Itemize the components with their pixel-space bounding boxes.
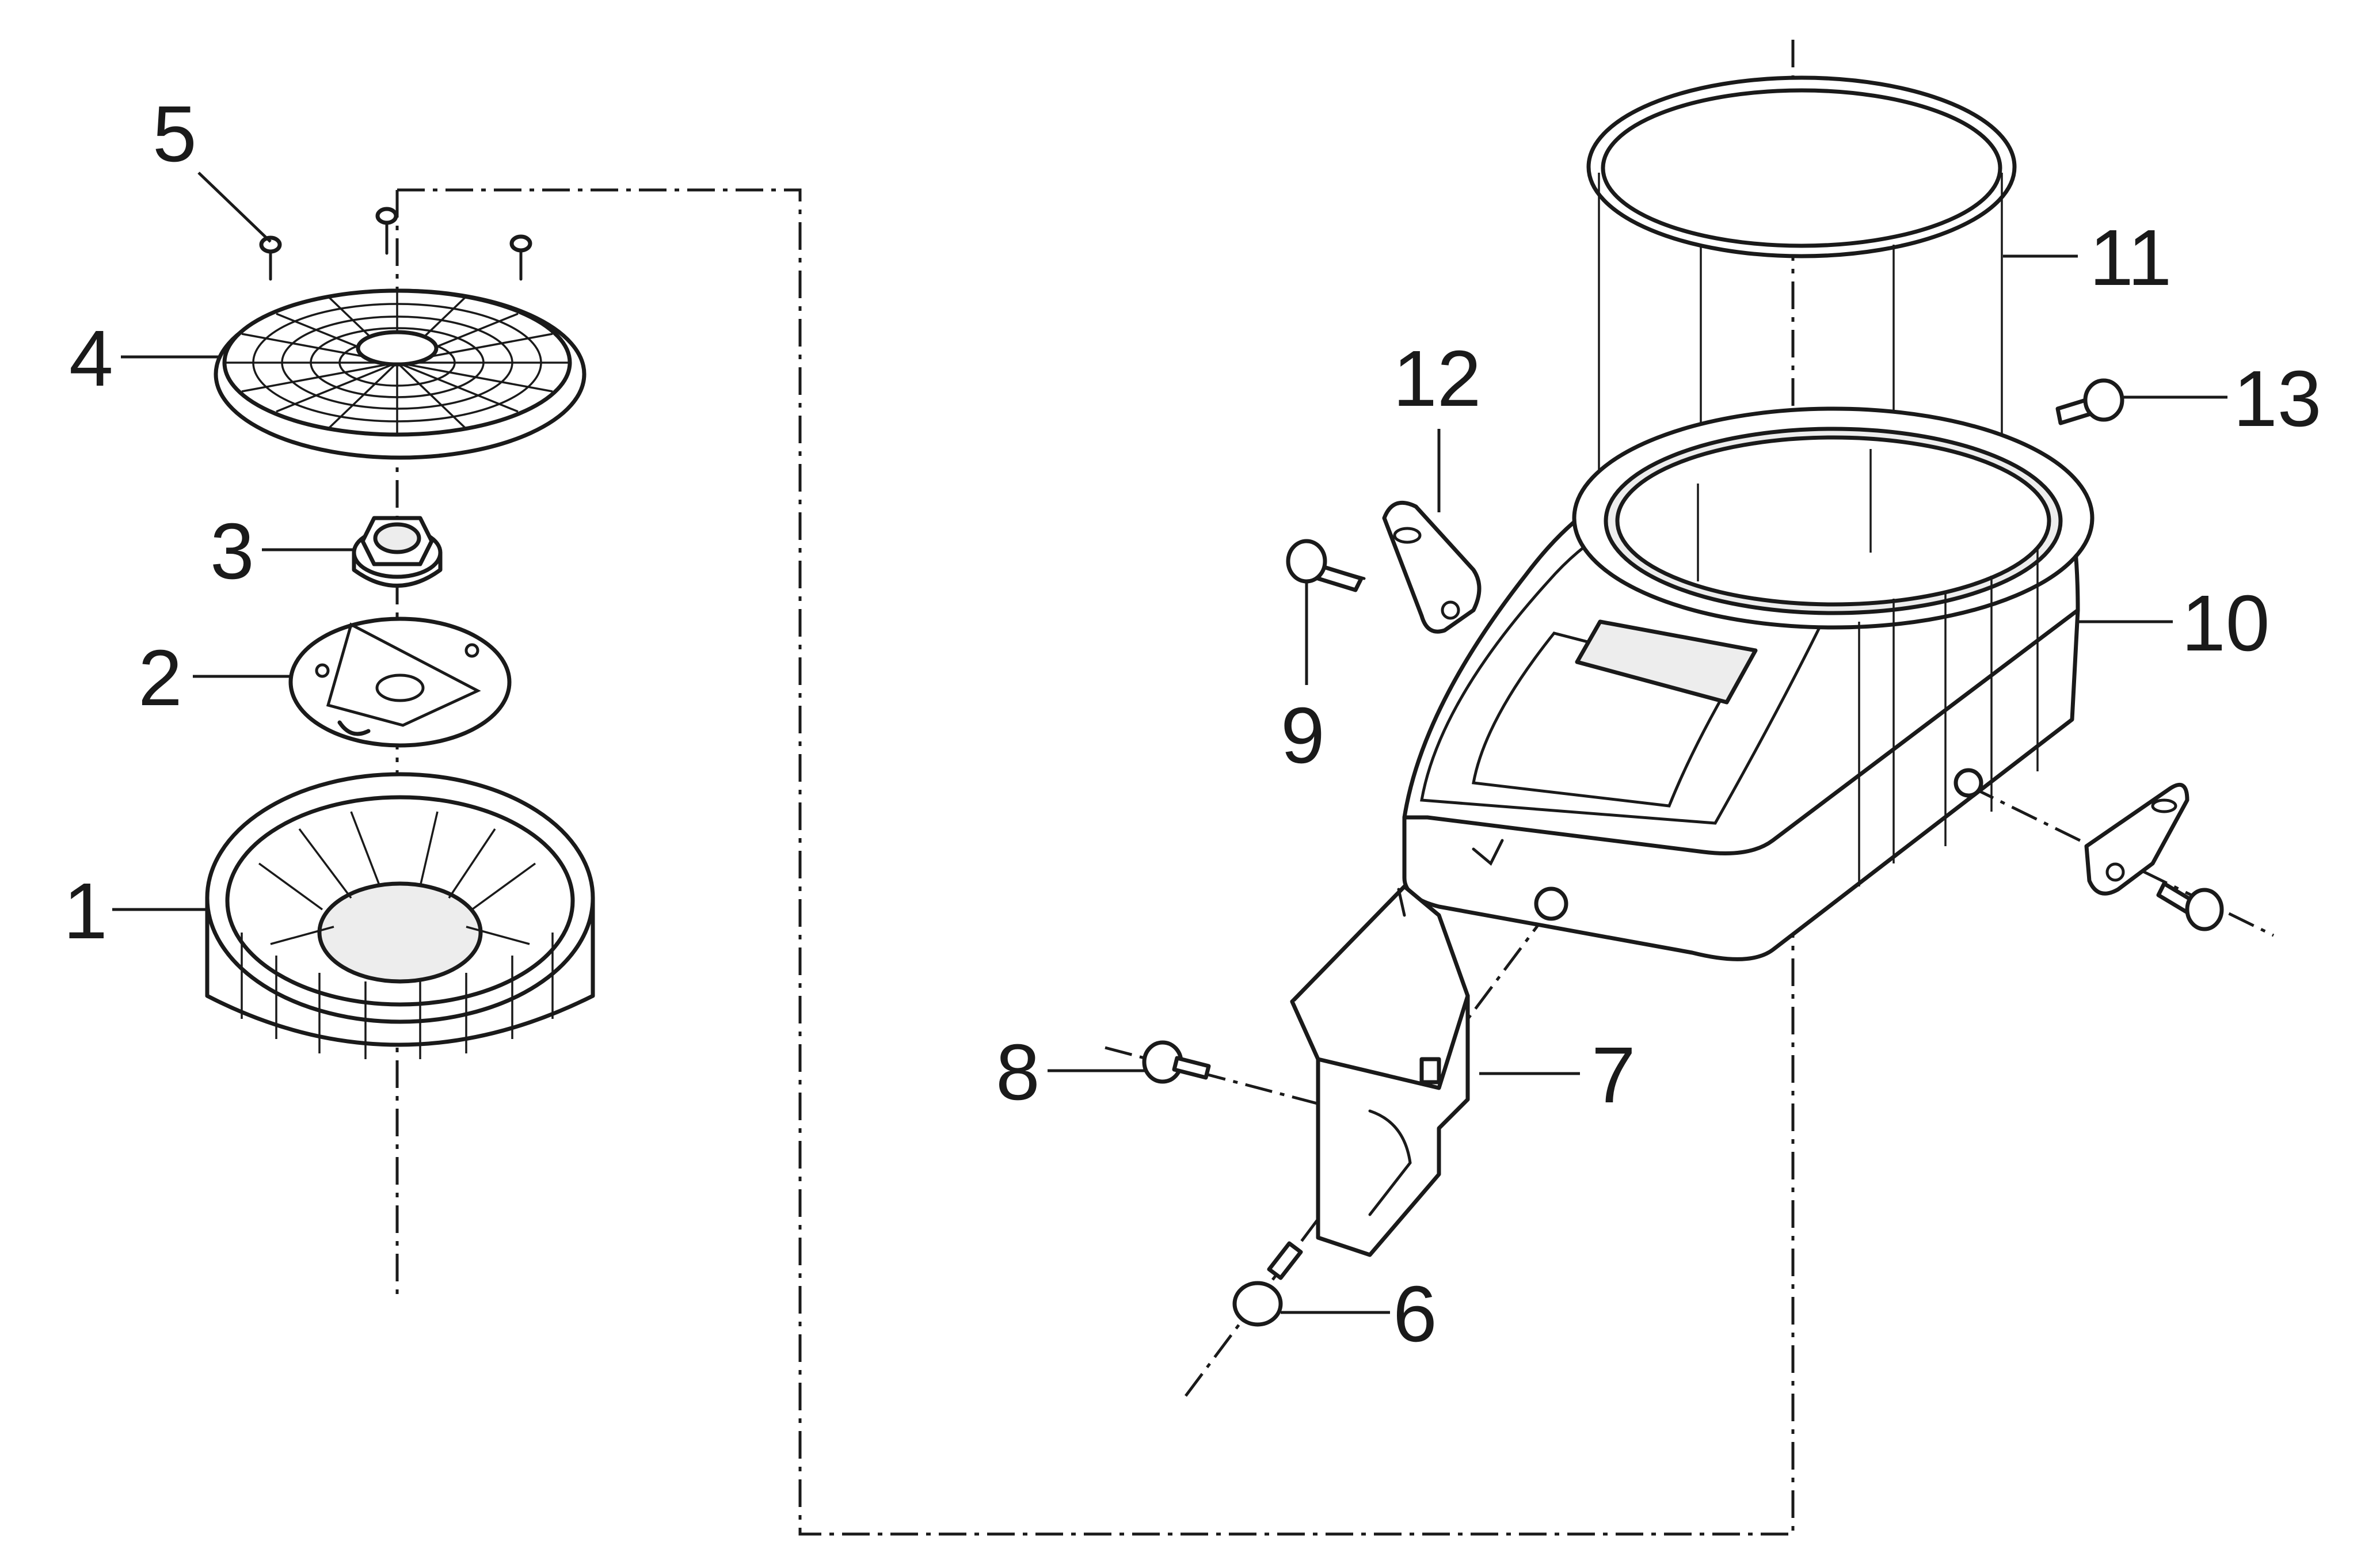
callout-2: 2 xyxy=(138,634,182,722)
part-3-nut xyxy=(352,516,443,588)
callout-5: 5 xyxy=(153,90,197,178)
callout-labels: 1 2 3 4 5 6 7 8 9 10 11 12 13 xyxy=(63,90,2322,1358)
part-8-bolt xyxy=(1142,1040,1211,1084)
callout-12: 12 xyxy=(1393,334,1482,423)
part-6-bolt xyxy=(1232,1241,1303,1327)
part-11-ring xyxy=(1586,75,2017,507)
callout-4: 4 xyxy=(69,314,113,403)
callout-1: 1 xyxy=(63,867,108,956)
part-4-screen xyxy=(214,288,587,460)
part-5-screws xyxy=(259,207,532,281)
bolt-lower-right xyxy=(2156,881,2224,931)
callout-11: 11 xyxy=(2089,214,2172,302)
part-10-shroud xyxy=(1402,406,2095,961)
callout-9: 9 xyxy=(1281,691,1325,780)
callout-8: 8 xyxy=(996,1028,1040,1117)
part-1-flywheel xyxy=(205,772,595,1059)
part-12-bracket-lower xyxy=(2084,782,2189,896)
callout-7: 7 xyxy=(1591,1031,1636,1120)
part-12-bracket xyxy=(1382,500,1482,634)
leader-lines xyxy=(112,172,2227,1314)
callout-10: 10 xyxy=(2181,579,2270,668)
callout-13: 13 xyxy=(2233,355,2322,443)
part-9-bolt xyxy=(1286,539,1366,592)
part-2-plate xyxy=(288,617,512,748)
part-7-guide xyxy=(1290,884,1470,1257)
callout-6: 6 xyxy=(1393,1270,1437,1358)
part-13-bolt xyxy=(2055,378,2124,425)
callout-3: 3 xyxy=(210,507,254,596)
